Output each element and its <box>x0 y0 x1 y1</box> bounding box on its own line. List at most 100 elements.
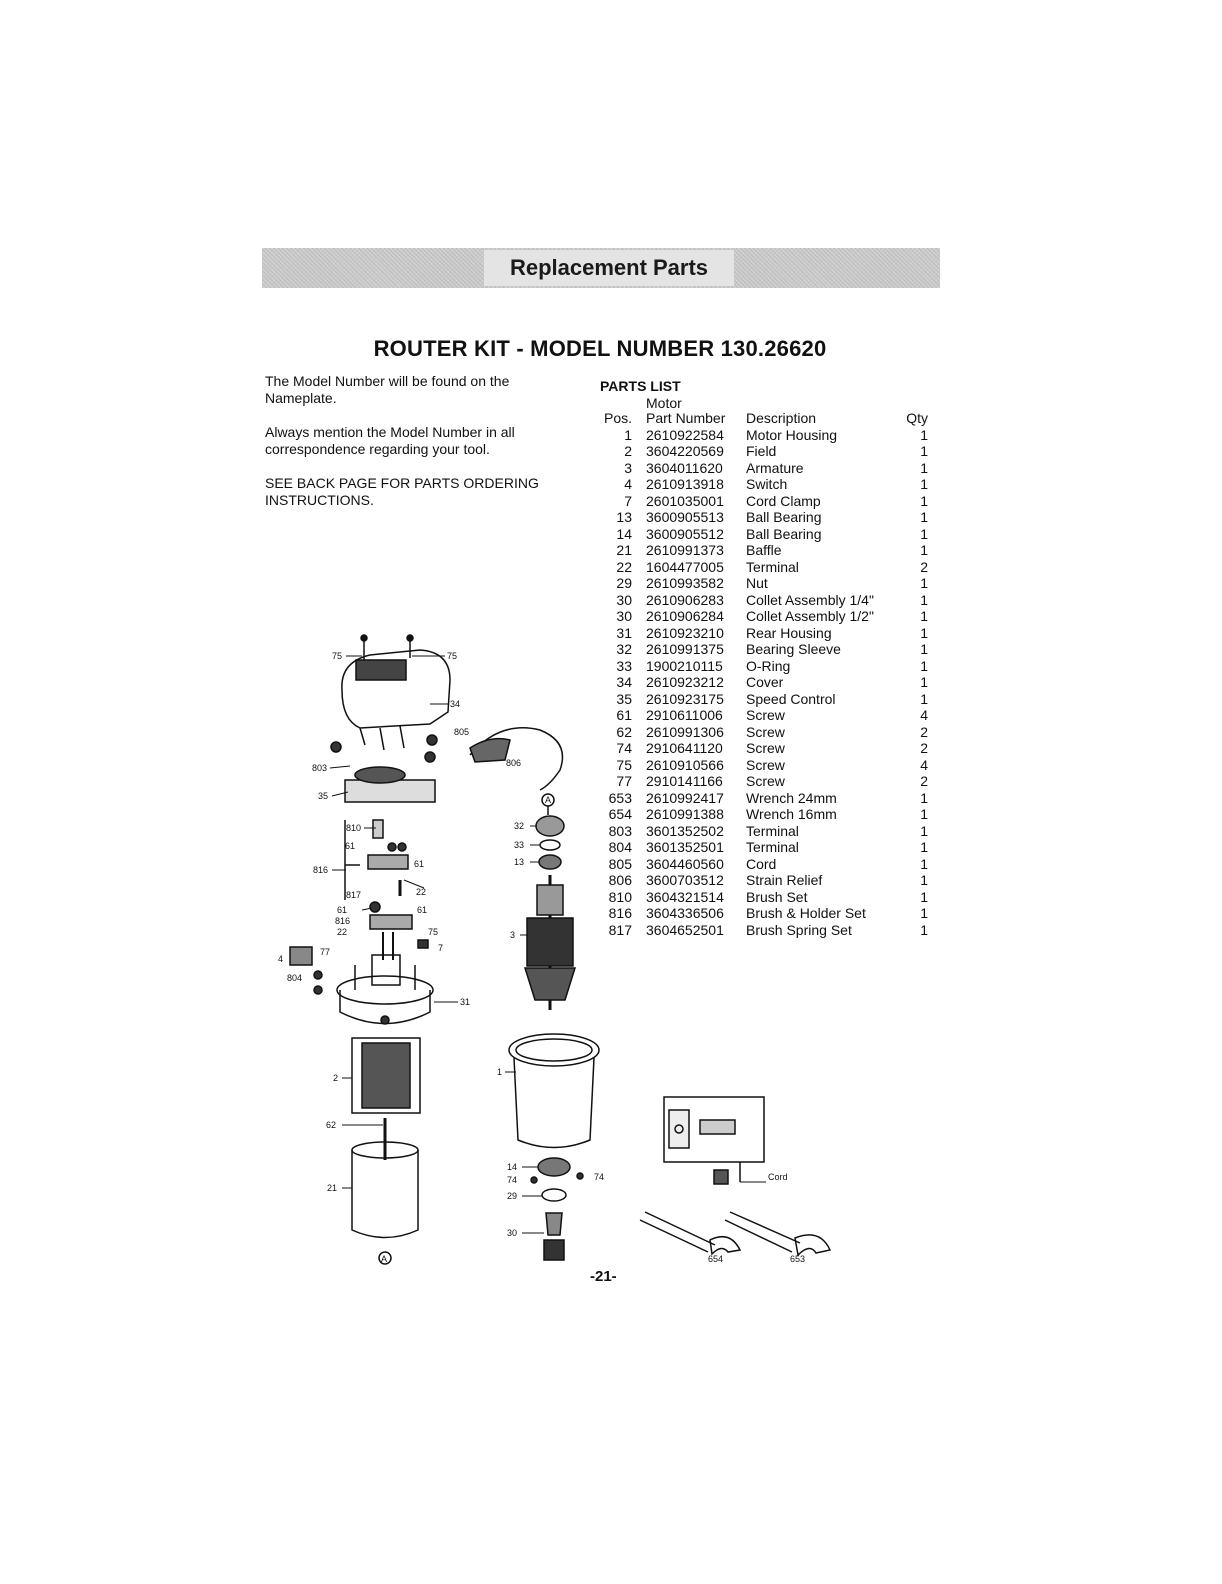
part-pos: 805 <box>608 855 632 872</box>
part-qty: 1 <box>920 476 928 492</box>
part-number: 3600703512 <box>646 872 724 888</box>
callout-35: 35 <box>318 791 328 801</box>
part-qty: 1 <box>920 525 928 542</box>
part-number: 2610991388 <box>646 806 724 822</box>
part-description: Terminal <box>746 822 799 839</box>
switch-part <box>289 946 323 995</box>
part-description: Brush & Holder Set <box>746 905 866 921</box>
part-qty: 1 <box>920 888 928 905</box>
part-description: Screw <box>746 773 785 789</box>
part-number: 3604011620 <box>646 459 723 476</box>
part-description: Baffle <box>746 542 782 558</box>
col-header-qty: Qty <box>906 410 928 426</box>
part-qty: 1 <box>920 690 928 707</box>
part-qty: 1 <box>920 426 928 443</box>
rear-housing-part <box>336 954 434 1025</box>
part-qty: 1 <box>920 641 928 657</box>
callout-14: 14 <box>507 1162 517 1172</box>
callout-33: 33 <box>514 840 524 850</box>
part-description: Bearing Sleeve <box>746 641 841 657</box>
callout-2: 2 <box>333 1073 338 1083</box>
part-qty: 1 <box>920 822 928 839</box>
part-qty: 1 <box>920 806 928 822</box>
part-number: 2610992417 <box>646 789 724 806</box>
part-pos: 22 <box>616 558 632 575</box>
callout-a-bottom: A <box>381 1254 387 1264</box>
callout-31: 31 <box>460 997 470 1007</box>
part-qty: 2 <box>920 740 928 756</box>
page-title: ROUTER KIT - MODEL NUMBER 130.26620 <box>373 336 827 361</box>
part-number: 3604220569 <box>646 443 724 459</box>
part-description: Switch <box>746 476 788 492</box>
part-pos: 7 <box>624 492 632 509</box>
part-pos: 654 <box>608 806 632 822</box>
callout-22a: 22 <box>416 887 426 897</box>
part-qty: 1 <box>920 492 928 509</box>
callout-61b: 61 <box>414 859 424 869</box>
part-pos: 804 <box>608 839 632 855</box>
part-qty: 1 <box>920 624 928 641</box>
speed-control-part <box>330 741 436 803</box>
part-pos: 61 <box>616 707 632 723</box>
part-description: Screw <box>746 756 785 773</box>
part-description: Strain Relief <box>746 872 823 888</box>
intro-text: The Model Number will be found on the Na… <box>265 373 575 526</box>
callout-74b: 74 <box>594 1172 604 1182</box>
callout-74a: 74 <box>507 1175 517 1185</box>
part-description: Brush Set <box>746 888 808 905</box>
callout-21: 21 <box>327 1183 337 1193</box>
callout-806: 806 <box>506 758 521 768</box>
part-number: 2610906284 <box>646 608 724 624</box>
part-description: Terminal <box>746 839 799 855</box>
part-qty: 1 <box>920 591 928 608</box>
part-number: 1604477005 <box>646 558 724 575</box>
part-description: Cord Clamp <box>746 492 821 509</box>
part-description: Nut <box>746 575 768 591</box>
callout-805: 805 <box>454 727 469 737</box>
part-number: 2910611006 <box>646 707 723 723</box>
part-number: 3601352501 <box>646 839 724 855</box>
callout-cord: Cord <box>768 1172 788 1182</box>
part-description: Collet Assembly 1/4" <box>746 591 874 608</box>
part-qty: 1 <box>920 657 928 674</box>
part-pos: 74 <box>616 740 632 756</box>
part-description: Wrench 16mm <box>746 806 837 822</box>
callout-817: 817 <box>346 890 361 900</box>
intro-correspondence-note: Always mention the Model Number in all c… <box>265 424 515 457</box>
part-pos: 30 <box>616 591 632 608</box>
part-qty: 1 <box>920 872 928 888</box>
part-number: 3600905512 <box>646 525 724 542</box>
part-number: 2610991306 <box>646 723 724 740</box>
part-qty: 1 <box>920 459 928 476</box>
part-number: 2610923175 <box>646 690 724 707</box>
part-number: 2610910566 <box>646 756 724 773</box>
callout-labels: 75 75 34 805 806 803 35 810 61 61 816 81… <box>278 651 805 1264</box>
part-qty: 1 <box>920 855 928 872</box>
part-description: Armature <box>746 459 804 476</box>
part-number: 2910641120 <box>646 740 723 756</box>
callout-61c: 61 <box>337 905 347 915</box>
part-description: Terminal <box>746 558 799 575</box>
part-number: 1900210115 <box>646 657 723 674</box>
wrench-653 <box>724 1211 832 1257</box>
part-qty: 2 <box>920 773 928 789</box>
wiring-schematic <box>663 1096 766 1185</box>
part-pos: 21 <box>616 542 632 558</box>
part-description: Screw <box>746 740 785 756</box>
part-pos: 34 <box>616 674 632 690</box>
part-number: 2610913918 <box>646 476 724 492</box>
part-pos: 35 <box>616 690 632 707</box>
